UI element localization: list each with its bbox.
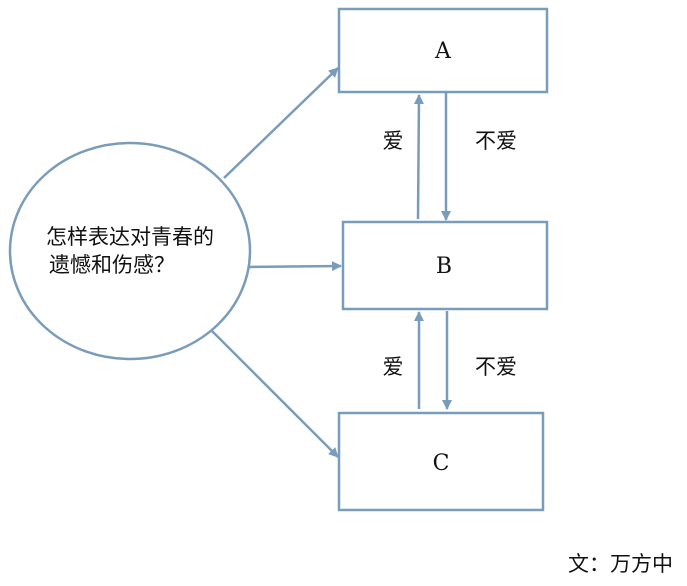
edge-label-b-to-a: 爱 bbox=[383, 129, 404, 153]
edge-label-b-to-c: 不爱 bbox=[475, 355, 517, 379]
question-oval bbox=[8, 141, 252, 361]
question-line-1: 怎样表达对青春的 bbox=[46, 225, 214, 249]
edge-label-c-to-b: 爱 bbox=[383, 355, 404, 379]
box-b-label: B bbox=[436, 254, 452, 279]
box-a bbox=[337, 7, 549, 94]
arrow-b-to-a bbox=[413, 94, 424, 220]
arrow-oval-to-c bbox=[211, 330, 339, 458]
box-b bbox=[341, 220, 549, 311]
box-a-label: A bbox=[434, 39, 452, 64]
arrow-oval-to-a bbox=[223, 67, 339, 179]
box-c bbox=[337, 411, 545, 512]
question-line-2: 遗憾和伤感？ bbox=[49, 253, 175, 277]
arrow-oval-to-b bbox=[247, 261, 342, 272]
author-credit: 文：万方中 bbox=[568, 552, 673, 576]
box-c-label: C bbox=[433, 451, 450, 476]
edge-label-a-to-b: 不爱 bbox=[475, 129, 517, 153]
